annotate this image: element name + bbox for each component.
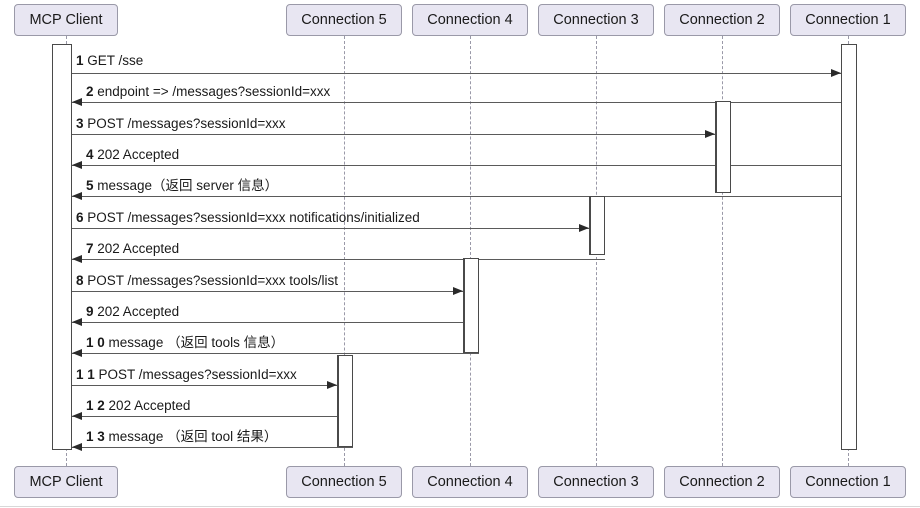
- participant-label: Connection 3: [553, 12, 639, 28]
- participant-footer-conn5[interactable]: Connection 5: [286, 466, 402, 498]
- message-text: POST /messages?sessionId=xxx: [87, 116, 286, 131]
- message-line-8: [72, 291, 463, 292]
- participant-label: Connection 4: [427, 474, 513, 490]
- participant-footer-conn4[interactable]: Connection 4: [412, 466, 528, 498]
- message-text: 202 Accepted: [97, 304, 180, 319]
- message-line-9: [72, 322, 479, 323]
- message-label-12: 1 2 202 Accepted: [86, 399, 190, 413]
- activation-bar-conn2: [715, 101, 731, 193]
- arrow-head-3: [705, 129, 715, 138]
- arrow-head-4: [72, 160, 82, 169]
- participant-footer-conn1[interactable]: Connection 1: [790, 466, 906, 498]
- message-label-2: 2 endpoint => /messages?sessionId=xxx: [86, 85, 330, 99]
- message-label-11: 1 1 POST /messages?sessionId=xxx: [76, 368, 297, 382]
- participant-label: Connection 5: [301, 12, 387, 28]
- participant-label: Connection 3: [553, 474, 639, 490]
- message-seq: 5: [86, 178, 94, 193]
- participant-header-conn2[interactable]: Connection 2: [664, 4, 780, 36]
- participant-label: Connection 4: [427, 12, 513, 28]
- message-label-8: 8 POST /messages?sessionId=xxx tools/lis…: [76, 274, 338, 288]
- activation-bar-conn3: [589, 196, 605, 255]
- message-text: POST /messages?sessionId=xxx notificatio…: [87, 210, 420, 225]
- message-text: endpoint => /messages?sessionId=xxx: [97, 84, 331, 99]
- message-text: POST /messages?sessionId=xxx tools/list: [87, 273, 339, 288]
- message-seq: 1 3: [86, 429, 105, 444]
- message-line-6: [72, 228, 589, 229]
- message-text: POST /messages?sessionId=xxx: [98, 367, 297, 382]
- message-label-4: 4 202 Accepted: [86, 148, 179, 162]
- message-seq: 1 0: [86, 335, 105, 350]
- message-seq: 3: [76, 116, 84, 131]
- message-text: GET /sse: [87, 53, 144, 68]
- message-seq: 1: [76, 53, 84, 68]
- message-line-10: [72, 353, 479, 354]
- message-text: message （返回 tool 结果）: [108, 429, 278, 444]
- arrow-head-13: [72, 442, 82, 451]
- message-line-2: [72, 102, 841, 103]
- participant-header-conn3[interactable]: Connection 3: [538, 4, 654, 36]
- message-seq: 7: [86, 241, 94, 256]
- arrow-head-7: [72, 254, 82, 263]
- message-line-11: [72, 385, 337, 386]
- message-label-5: 5 message（返回 server 信息）: [86, 179, 278, 193]
- participant-label: Connection 2: [679, 474, 765, 490]
- message-seq: 4: [86, 147, 94, 162]
- arrow-head-6: [579, 223, 589, 232]
- message-text: 202 Accepted: [108, 398, 191, 413]
- activation-bar-conn4: [463, 258, 479, 353]
- arrow-head-10: [72, 348, 82, 357]
- participant-label: Connection 2: [679, 12, 765, 28]
- arrow-head-5: [72, 191, 82, 200]
- arrow-head-11: [327, 380, 337, 389]
- lifeline-conn4: [470, 36, 471, 466]
- message-label-9: 9 202 Accepted: [86, 305, 179, 319]
- message-seq: 1 1: [76, 367, 95, 382]
- lifeline-conn5: [344, 36, 345, 466]
- message-label-13: 1 3 message （返回 tool 结果）: [86, 430, 277, 444]
- arrow-head-1: [831, 68, 841, 77]
- participant-header-client[interactable]: MCP Client: [14, 4, 118, 36]
- activation-bar-conn5: [337, 355, 353, 447]
- message-text: 202 Accepted: [97, 241, 180, 256]
- activation-bar-conn1: [841, 44, 857, 450]
- message-text: message（返回 server 信息）: [97, 178, 279, 193]
- message-label-3: 3 POST /messages?sessionId=xxx: [76, 117, 286, 131]
- message-label-1: 1 GET /sse: [76, 54, 143, 68]
- participant-header-conn1[interactable]: Connection 1: [790, 4, 906, 36]
- bottom-divider: [0, 506, 920, 507]
- message-line-4: [72, 165, 841, 166]
- message-text: 202 Accepted: [97, 147, 180, 162]
- message-line-7: [72, 259, 605, 260]
- participant-footer-conn2[interactable]: Connection 2: [664, 466, 780, 498]
- message-label-7: 7 202 Accepted: [86, 242, 179, 256]
- arrow-head-12: [72, 411, 82, 420]
- lifeline-conn2: [722, 36, 723, 466]
- message-line-3: [72, 134, 715, 135]
- message-text: message （返回 tools 信息）: [108, 335, 285, 350]
- message-line-1: [72, 73, 841, 74]
- arrow-head-2: [72, 97, 82, 106]
- message-line-13: [72, 447, 353, 448]
- participant-label: MCP Client: [29, 12, 103, 28]
- participant-label: Connection 1: [805, 12, 891, 28]
- participant-label: Connection 1: [805, 474, 891, 490]
- participant-label: Connection 5: [301, 474, 387, 490]
- message-label-6: 6 POST /messages?sessionId=xxx notificat…: [76, 211, 420, 225]
- message-seq: 2: [86, 84, 94, 99]
- message-seq: 6: [76, 210, 84, 225]
- arrow-head-9: [72, 317, 82, 326]
- activation-bar-client: [52, 44, 72, 450]
- message-line-5: [72, 196, 841, 197]
- participant-header-conn5[interactable]: Connection 5: [286, 4, 402, 36]
- participant-footer-client[interactable]: MCP Client: [14, 466, 118, 498]
- participant-footer-conn3[interactable]: Connection 3: [538, 466, 654, 498]
- participant-header-conn4[interactable]: Connection 4: [412, 4, 528, 36]
- message-label-10: 1 0 message （返回 tools 信息）: [86, 336, 284, 350]
- message-line-12: [72, 416, 353, 417]
- message-seq: 1 2: [86, 398, 105, 413]
- message-seq: 9: [86, 304, 94, 319]
- participant-label: MCP Client: [29, 474, 103, 490]
- arrow-head-8: [453, 286, 463, 295]
- message-seq: 8: [76, 273, 84, 288]
